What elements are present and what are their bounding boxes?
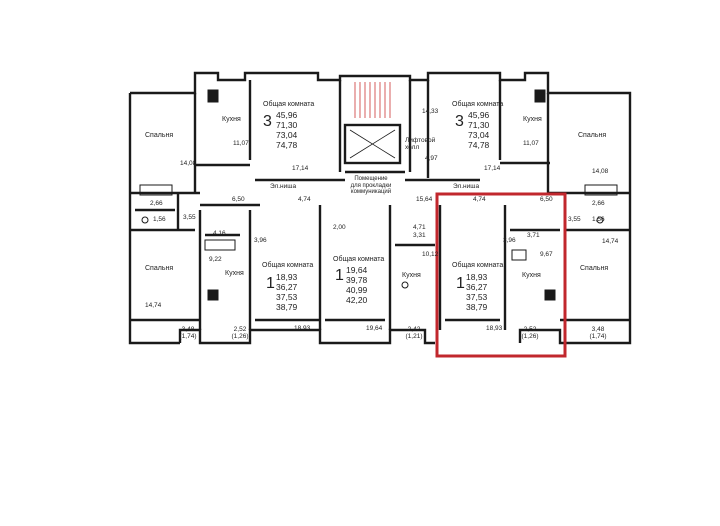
balcony-br: 3,48 (1,74) [589,326,607,340]
lift-shaft [349,129,396,159]
living-area-apt1: 18,93 [294,325,311,332]
living-area-apt2: 19,64 [366,325,383,332]
hall-hl: 3,96 [503,237,516,244]
bedroom-label-tl: Спальня [145,132,174,139]
staircase [354,82,391,118]
area-3-tr: 73,04 [468,130,490,140]
area-1-hl: 18,93 [466,272,488,282]
area-2-apt2: 39,78 [346,275,368,285]
hall-area-tr: 3,55 [568,216,581,223]
area-4-apt1: 38,79 [276,302,298,312]
rooms-count-hl: 1 [456,275,465,292]
bedroom-area-br: 14,74 [602,238,619,245]
bedroom-area-tr: 14,08 [592,168,609,175]
wc-area-tl: 1,56 [153,216,166,223]
fixtures [139,89,618,301]
rooms-count-apt2: 1 [335,267,344,284]
area-2-hl: 36,27 [466,282,488,292]
living-label-apt1: Общая комната [262,262,314,269]
corridor-apt1: 4,16 [213,230,226,237]
area-2-tl: 71,30 [276,120,298,130]
core-area-1433: 14,33 [422,108,439,115]
area-1-tl: 45,96 [276,110,298,120]
corridor-area-tr: 6,50 [540,196,553,203]
kitchen-label-tl: Кухня [222,116,241,123]
kitchen-label-hl: Кухня [522,272,541,279]
core-area-1564: 15,64 [416,196,433,203]
area-3-apt2: 40,99 [346,285,368,295]
niche-right-label: Эл.ниша [453,183,480,190]
kitchen-label-tr: Кухня [523,116,542,123]
area-1-apt1: 18,93 [276,272,298,282]
balcony-bl: 3,48 (1,74) [179,326,197,340]
bedroom-area-bl: 14,74 [145,302,162,309]
kitchen-area-tr: 11,07 [523,140,539,147]
core-area-471: 4,71 [413,224,426,231]
hall-apt1: 3,96 [254,237,267,244]
kitchen-area-tl: 11,07 [233,140,249,147]
bath-apt3: 3,31 [413,232,426,239]
bath-hl: 3,71 [527,232,540,239]
corridor-apt2: 2,00 [333,224,346,231]
niche-left-label: Эл.ниша [270,183,297,190]
highlight-frame [435,192,567,358]
bedroom-area-tl: 14,08 [180,160,197,167]
kitchen-label-apt1: Кухня [225,270,244,277]
balcony-hl: 2,52 (1,26) [521,326,539,340]
core-area-474-left: 4,74 [298,196,311,203]
area-4-apt2: 42,20 [346,295,368,305]
kitchen-label-apt3: Кухня [402,272,421,279]
area-1-apt2: 19,64 [346,265,368,275]
area-1-tr: 45,96 [468,110,490,120]
living-label-tl: Общая комната [263,101,315,108]
hall-area-tl: 3,55 [183,214,196,221]
bath-area-tr: 2,66 [592,200,605,207]
kitchen-area-hl: 9,67 [540,251,553,258]
living-area-tr: 17,14 [484,165,501,172]
area-4-tl: 74,78 [276,140,298,150]
living-label-tr: Общая комната [452,101,504,108]
living-label-apt2: Общая комната [333,256,385,263]
bath-area-tl: 2,66 [150,200,163,207]
area-3-tl: 73,04 [276,130,298,140]
area-2-apt1: 36,27 [276,282,298,292]
kitchen-area-apt3: 10,12 [422,251,439,258]
bedroom-label-bl: Спальня [145,265,174,272]
core-area-497: 4,97 [425,155,438,162]
kitchen-area-apt1: 9,22 [209,256,222,263]
living-label-hl: Общая комната [452,262,504,269]
rooms-count-apt1: 1 [266,275,275,292]
area-4-hl: 38,79 [466,302,488,312]
area-2-tr: 71,30 [468,120,490,130]
area-3-hl: 37,53 [466,292,488,302]
wc-area-tr: 1,56 [592,216,605,223]
lift-hall-label: Лифтовой холл [405,137,436,151]
bedroom-label-tr: Спальня [578,132,607,139]
rooms-count-tr: 3 [455,113,464,130]
bedroom-label-br: Спальня [580,265,609,272]
area-3-apt1: 37,53 [276,292,298,302]
balcony-apt3: 2,42 (1,21) [405,326,423,340]
core-area-474-right: 4,74 [473,196,486,203]
living-area-tl: 17,14 [292,165,309,172]
balcony-apt1: 2,52 (1,26) [231,326,249,340]
comm-room-label: Помещение для прокладки коммуникаций [350,176,392,195]
living-area-hl: 18,93 [486,325,503,332]
area-4-tr: 74,78 [468,140,490,150]
corridor-area-tl: 6,50 [232,196,245,203]
rooms-count-tl: 3 [263,113,272,130]
